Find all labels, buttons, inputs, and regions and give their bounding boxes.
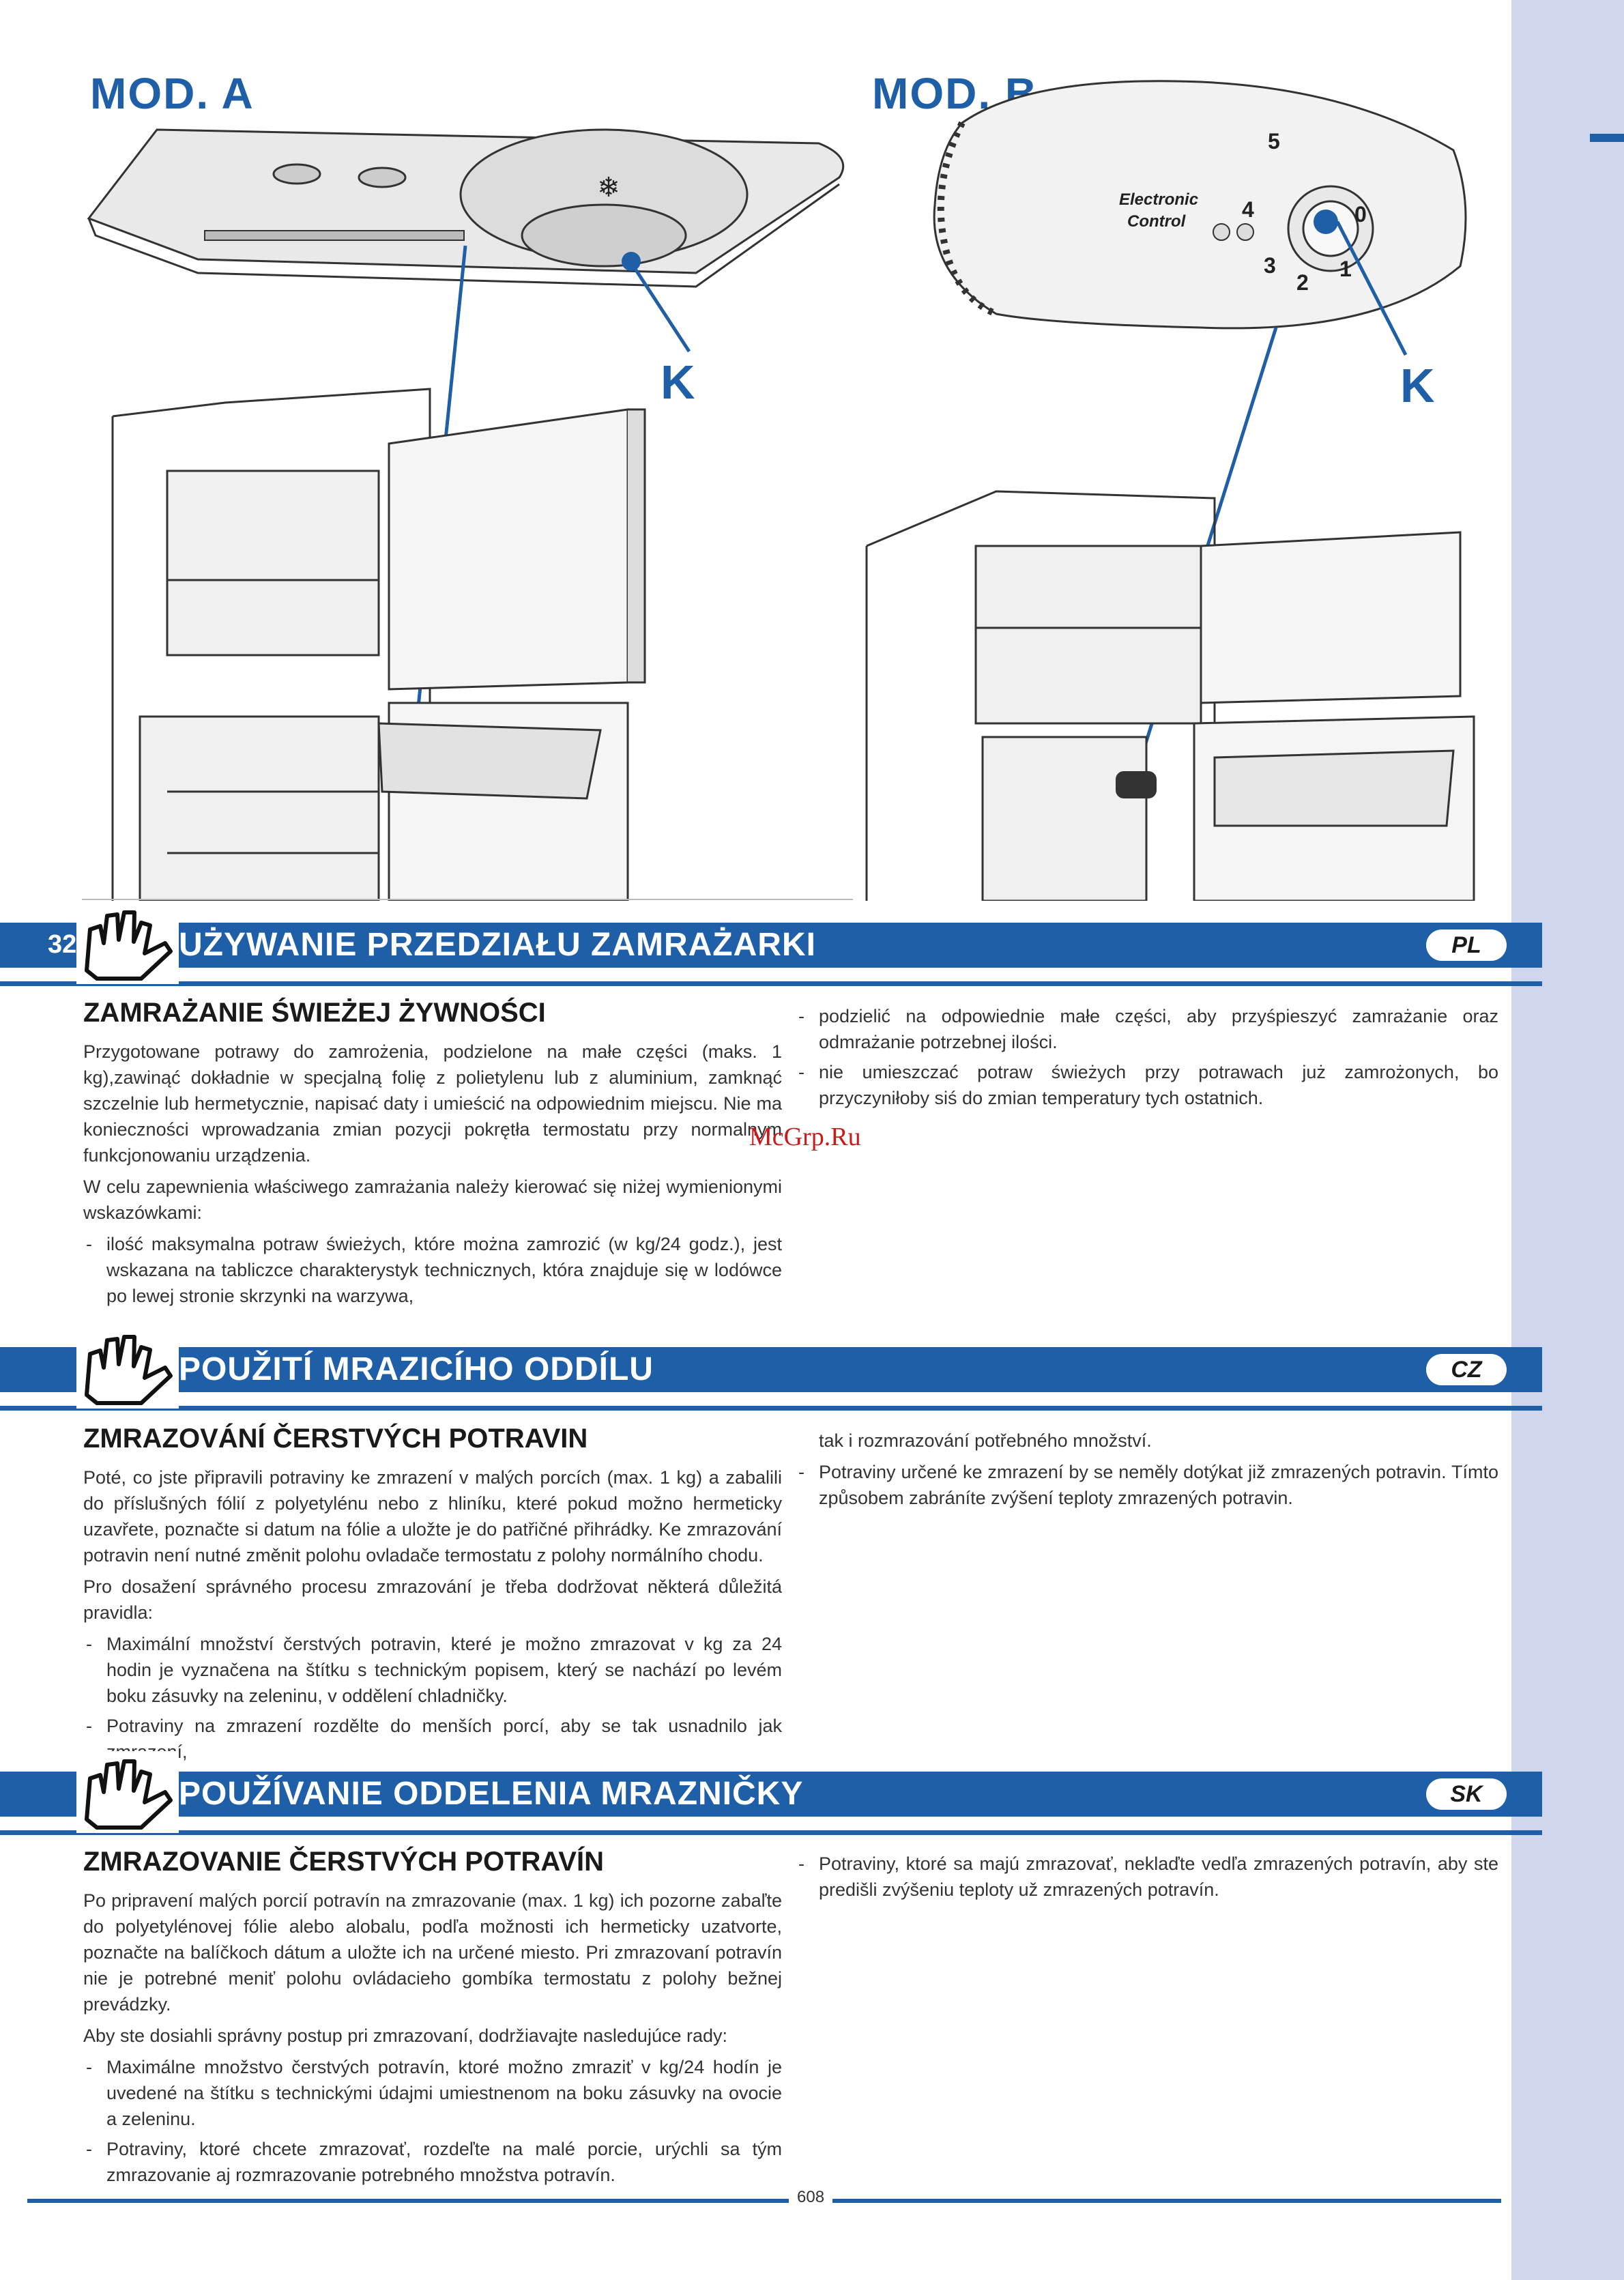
bullet-list: Maximálne množstvo čerstvých potravín, k… [83, 2054, 782, 2188]
bullet-list: Potraviny určené ke zmrazení by se neměl… [796, 1459, 1498, 1511]
section-title-sk: POUŽÍVANIE ODDELENIA MRAZNIČKY [179, 1776, 804, 1812]
section-bar-cz [0, 1347, 1542, 1392]
paragraph: W celu zapewnienia właściwego zamrażania… [83, 1177, 782, 1223]
paragraph: Poté, co jste připravili potraviny ke zm… [83, 1467, 782, 1565]
pointing-hand-icon [85, 1335, 173, 1405]
footer-number: 608 [789, 2188, 833, 2207]
lang-badge-cz: CZ [1426, 1354, 1507, 1385]
bullet-list: Potraviny, ktoré sa majú zmrazovať, nekl… [796, 1851, 1498, 1903]
text-column-right-pl: podzielić na odpowiednie małe części, ab… [796, 1003, 1498, 1115]
hand-icon-box [76, 1751, 179, 1833]
section-underline-sk [0, 1830, 1542, 1835]
mod-a-illustration: ❄ [82, 128, 853, 901]
text-column-left-cz: Poté, co jste připravili potraviny ke zm… [83, 1464, 782, 1769]
list-item: Maximálne množstvo čerstvých potravín, k… [83, 2054, 782, 2132]
hand-icon-box [76, 1327, 179, 1409]
list-item: Potraviny, ktoré sa majú zmrazovať, nekl… [796, 1851, 1498, 1903]
text-column-right-cz: tak i rozmrazování potřebného množství. … [796, 1428, 1498, 1515]
dial-number-5: 5 [1268, 129, 1280, 154]
text-column-right-sk: Potraviny, ktoré sa majú zmrazovať, nekl… [796, 1851, 1498, 1907]
list-item: ilość maksymalna potraw świeżych, które … [83, 1231, 782, 1309]
paragraph: tak i rozmrazování potřebného množství. [819, 1430, 1152, 1451]
list-item: Potraviny, ktoré chcete zmrazovať, rozde… [83, 2136, 782, 2188]
snowflake-icon: ❄ [597, 172, 620, 203]
text-column-left-pl: Przygotowane potrawy do zamrożenia, podz… [83, 1039, 782, 1313]
lang-badge-pl: PL [1426, 929, 1507, 961]
mod-a-label: MOD. A [90, 69, 255, 118]
bullet-list: podzielić na odpowiednie małe części, ab… [796, 1003, 1498, 1111]
dial-number-3: 3 [1264, 253, 1276, 278]
list-item: Potraviny určené ke zmrazení by se neměl… [796, 1459, 1498, 1511]
subhead-pl: ZAMRAŻANIE ŚWIEŻEJ ŻYWNOŚCI [83, 998, 546, 1028]
page-number: 32 [48, 930, 77, 959]
mod-b-illustration: Electronic Control 5 4 3 2 1 0 [865, 80, 1475, 901]
side-tab-marker [1590, 134, 1624, 142]
section-bar-sk [0, 1772, 1542, 1817]
bullet-list: ilość maksymalna potraw świeżych, które … [83, 1231, 782, 1309]
dial-number-1: 1 [1339, 257, 1352, 281]
section-underline-pl [0, 981, 1542, 986]
k-label-b: K [1400, 359, 1435, 412]
list-item: Maximální množství čerstvých potravin, k… [83, 1631, 782, 1709]
dial-number-2: 2 [1296, 270, 1309, 295]
paragraph: Pro dosažení správného procesu zmrazován… [83, 1576, 782, 1623]
list-item: podzielić na odpowiednie małe części, ab… [796, 1003, 1498, 1055]
footer-rule [27, 2199, 1501, 2203]
k-label-a: K [661, 356, 695, 409]
section-bar-pl [0, 923, 1542, 968]
paragraph: Aby ste dosiahli správny postup pri zmra… [83, 2025, 727, 2046]
subhead-sk: ZMRAZOVANIE ČERSTVÝCH POTRAVÍN [83, 1847, 604, 1877]
pointing-hand-icon [85, 1759, 173, 1830]
lang-badge-sk: SK [1426, 1778, 1507, 1810]
section-title-pl: UŻYWANIE PRZEDZIAŁU ZAMRAŻARKI [179, 927, 816, 963]
bullet-list: Maximální množství čerstvých potravin, k… [83, 1631, 782, 1765]
hand-icon-box [76, 902, 179, 984]
text-column-left-sk: Po pripravení malých porcií potravín na … [83, 1888, 782, 2192]
panel-label-line2: Control [1127, 212, 1187, 231]
paragraph: Po pripravení malých porcií potravín na … [83, 1890, 782, 2015]
list-item: nie umieszczać potraw świeżych przy potr… [796, 1059, 1498, 1111]
dial-number-4: 4 [1242, 197, 1254, 222]
section-underline-cz [0, 1406, 1542, 1411]
panel-label-line1: Electronic [1119, 190, 1198, 209]
pointing-hand-icon [85, 910, 173, 981]
list-item: Potraviny na zmrazení rozdělte do menšíc… [83, 1713, 782, 1765]
section-title-cz: POUŽITÍ MRAZICÍHO ODDÍLU [179, 1351, 654, 1387]
watermark: McGrp.Ru [749, 1123, 861, 1151]
dial-number-0: 0 [1354, 202, 1367, 227]
side-strip [1511, 0, 1624, 2280]
subhead-cz: ZMRAZOVÁNÍ ČERSTVÝCH POTRAVIN [83, 1424, 588, 1454]
paragraph: Przygotowane potrawy do zamrożenia, podz… [83, 1041, 782, 1166]
